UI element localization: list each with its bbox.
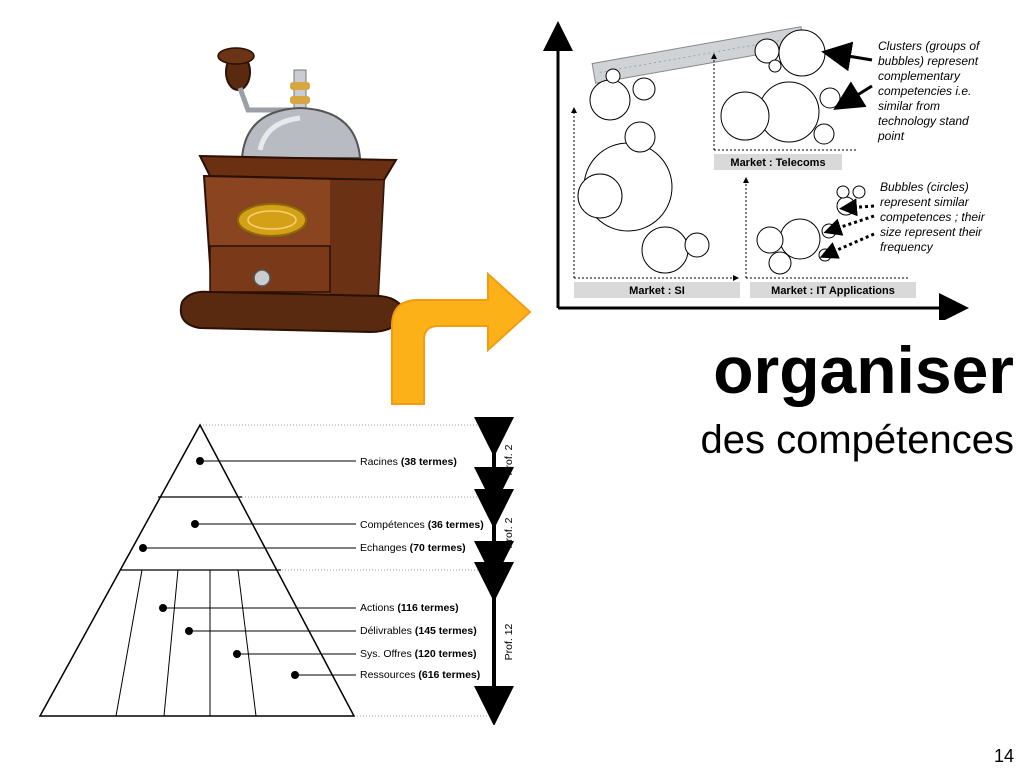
bubble: [632, 77, 656, 101]
bubble: [589, 79, 631, 121]
bubble: [756, 226, 784, 254]
bubble: [641, 226, 689, 274]
level-label-actions: Actions (116 termes): [360, 602, 459, 614]
clusters-callout-arrow: [821, 41, 873, 72]
level-label-delivrables: Délivrables (145 termes): [360, 625, 477, 637]
grinder-base: [179, 290, 408, 334]
bubble: [836, 196, 856, 216]
bubbles-callout-arrow: [839, 198, 875, 217]
bubble: [720, 91, 770, 141]
bubbles-callout-arrow: [819, 232, 875, 259]
market-it-label: Market : IT Applications: [771, 285, 895, 297]
depth-label: Prof. 12: [503, 623, 515, 660]
bubble: [836, 185, 850, 199]
level-label-competences: Compétences (36 termes): [360, 519, 484, 531]
competency-bubble-map: Market : SI Market : IT Applications: [543, 21, 988, 320]
page-number: 14: [993, 746, 1014, 766]
bubble: [779, 218, 821, 260]
bubbles-callout-arrow: [823, 214, 875, 236]
clusters-callout-arrow: [833, 81, 873, 110]
bubbles-annotation: Bubbles (circles) represent similar comp…: [880, 180, 988, 254]
bubble: [684, 232, 710, 258]
clusters-annotation: Clusters (groups of bubbles) represent c…: [877, 39, 983, 143]
bubble: [624, 121, 656, 153]
bubble: [852, 185, 866, 199]
taxonomy-pyramid: Racines (38 termes) Compétences (36 term…: [38, 417, 515, 725]
coffee-grinder-illustration: [179, 47, 408, 334]
bubble: [819, 87, 841, 109]
bubble: [778, 29, 826, 77]
depth-label: Prof. 2: [503, 444, 515, 475]
level-label-echanges: Echanges (70 termes): [360, 542, 466, 554]
curved-arrow: [391, 271, 532, 405]
pyramid-leaders: [139, 457, 356, 679]
bubble: [754, 38, 780, 64]
bubble: [768, 251, 792, 275]
market-telecoms-panel: Market : Telecoms: [711, 29, 858, 170]
slide-subtitle: des compétences: [700, 418, 1014, 462]
bubble: [813, 123, 835, 145]
brass-plaque: [237, 203, 307, 237]
bubble: [768, 59, 782, 73]
bubble: [577, 173, 623, 219]
level-label-ressources: Ressources (616 termes): [360, 669, 480, 681]
depth-label: Prof. 2: [503, 517, 515, 548]
grinder-dome: [240, 106, 362, 159]
level-label-sys-offres: Sys. Offres (120 termes): [360, 648, 477, 660]
level-label-racines: Racines (38 termes): [360, 456, 457, 468]
grinder-drawer: [209, 245, 331, 293]
slide-title: organiser: [713, 333, 1014, 407]
market-si-label: Market : SI: [629, 285, 685, 297]
market-telecoms-label: Market : Telecoms: [730, 157, 825, 169]
bubble: [605, 68, 621, 84]
bubble: [821, 223, 837, 239]
arrow-shape: [391, 271, 532, 405]
market-si-panel: Market : SI: [571, 68, 740, 298]
